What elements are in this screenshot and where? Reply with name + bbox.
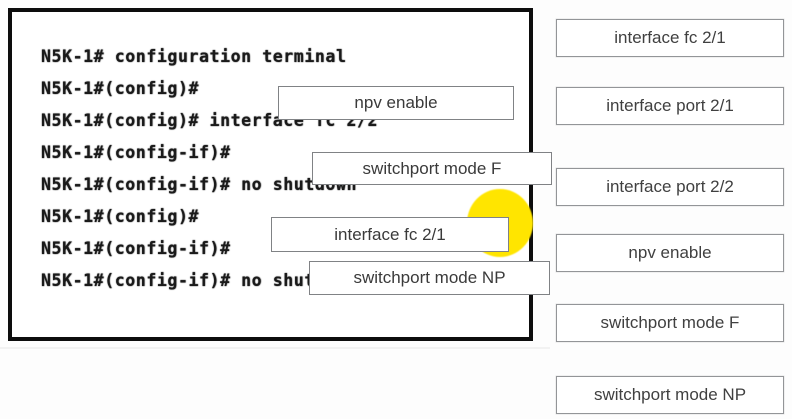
option-tile-switchport-mode-np[interactable]: switchport mode NP: [556, 376, 784, 414]
dropped-tile-npv-enable[interactable]: npv enable: [278, 86, 514, 120]
cli-line: N5K-1#(config-if)#: [41, 143, 231, 162]
cli-line: N5K-1#(config)#: [41, 79, 200, 98]
cli-line: N5K-1# configuration terminal: [41, 47, 347, 66]
cli-line: N5K-1#(config-if)# no shutdown: [41, 175, 358, 194]
option-tile-switchport-mode-f[interactable]: switchport mode F: [556, 304, 784, 342]
option-tile-interface-port-2-2[interactable]: interface port 2/2: [556, 168, 784, 206]
cli-line: N5K-1#(config)#: [41, 207, 200, 226]
cli-line: N5K-1#(config-if)#: [41, 239, 231, 258]
option-tile-interface-port-2-1[interactable]: interface port 2/1: [556, 87, 784, 125]
dropped-tile-switchport-mode-f[interactable]: switchport mode F: [312, 152, 552, 185]
page-scan-artifact: [0, 347, 550, 349]
dropped-tile-interface-fc-2-1[interactable]: interface fc 2/1: [271, 217, 509, 252]
option-tile-interface-fc-2-1[interactable]: interface fc 2/1: [556, 19, 784, 57]
option-tile-npv-enable[interactable]: npv enable: [556, 234, 784, 272]
cli-terminal-panel: N5K-1# configuration terminal N5K-1#(con…: [8, 8, 552, 341]
option-tile-column: interface fc 2/1 interface port 2/1 inte…: [556, 0, 786, 419]
dropped-tile-switchport-mode-np[interactable]: switchport mode NP: [309, 261, 550, 295]
